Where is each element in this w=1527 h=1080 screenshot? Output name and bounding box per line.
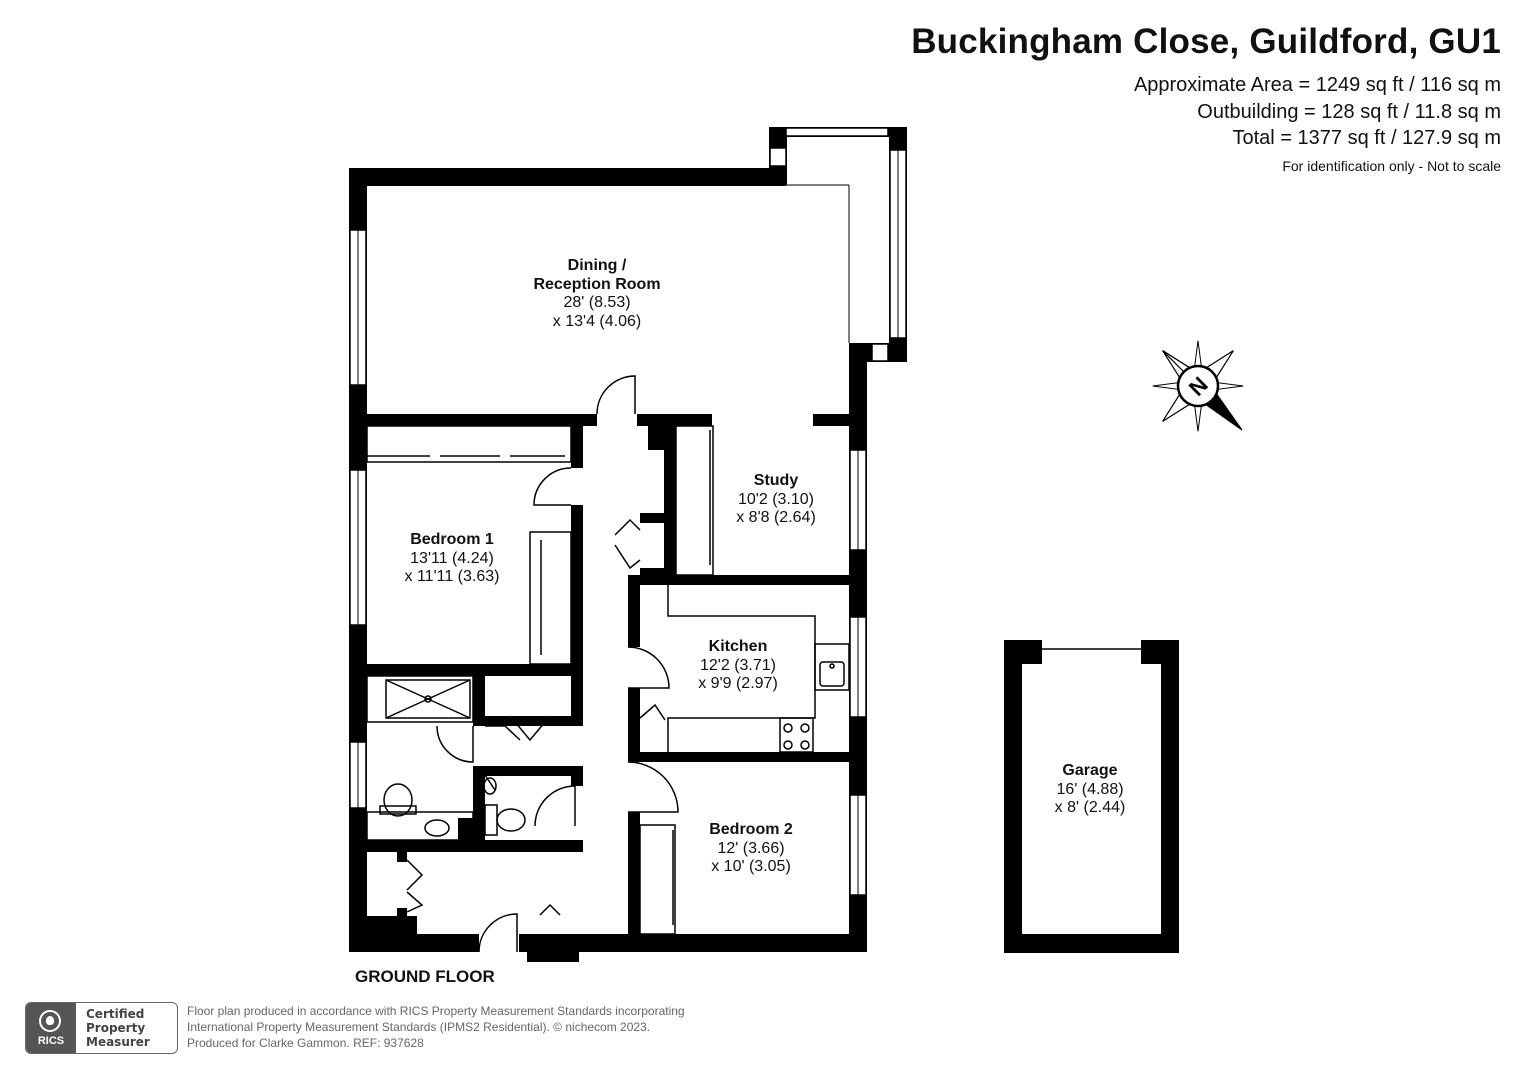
room-dimension: 13'11 (4.24)	[410, 549, 494, 567]
room-dimension: x 8'8 (2.64)	[736, 509, 816, 526]
room-dimension: 28' (8.53)	[563, 294, 631, 311]
window-glazing	[357, 150, 899, 895]
outbuilding-area: Outbuilding = 128 sq ft / 11.8 sq m	[1197, 101, 1501, 123]
badge-text: Certified Property Measurer	[86, 1007, 150, 1049]
room-label-dining: Dining / Reception Room 28' (8.53) x 13'…	[533, 257, 660, 331]
room-name: Reception Room	[533, 275, 661, 293]
room-dimension: x 9'9 (2.97)	[698, 675, 778, 692]
room-name: Kitchen	[708, 638, 768, 655]
page-title: Buckingham Close, Guildford, GU1	[911, 22, 1501, 61]
room-name: Study	[753, 472, 799, 489]
room-label-bedroom-1: Bedroom 1 13'11 (4.24) x 11'11 (3.63)	[405, 531, 500, 587]
room-label-bedroom-2: Bedroom 2 12' (3.66) x 10' (3.05)	[709, 821, 793, 877]
room-dimension: 12'2 (3.71)	[699, 656, 776, 674]
room-dimension: 12' (3.66)	[717, 839, 785, 857]
door-swings	[406, 375, 679, 953]
windows	[349, 127, 907, 896]
rics-logo-icon: RICS	[26, 1003, 76, 1053]
footer-line: International Property Measurement Stand…	[187, 1020, 651, 1034]
room-dimension: x 8' (2.44)	[1054, 799, 1126, 816]
room-dimension: 10'2 (3.10)	[737, 490, 814, 508]
room-dimension: 16' (4.88)	[1056, 780, 1124, 798]
room-dimension: x 11'11 (3.63)	[404, 568, 500, 585]
room-label-garage: Garage 16' (4.88) x 8' (2.44)	[1055, 762, 1126, 818]
footer-note: Floor plan produced in accordance with R…	[187, 1003, 685, 1051]
interior-walls	[349, 414, 867, 952]
compass-icon: N	[1152, 340, 1244, 432]
approx-area: Approximate Area = 1249 sq ft / 116 sq m	[1133, 74, 1501, 96]
total-area: Total = 1377 sq ft / 127.9 sq m	[1232, 127, 1502, 149]
badge-line: Property	[86, 1021, 146, 1035]
footer-line: Floor plan produced in accordance with R…	[187, 1004, 685, 1018]
scale-note: For identification only - Not to scale	[1282, 158, 1501, 174]
footer-line: Produced for Clarke Gammon. REF: 937628	[187, 1036, 424, 1050]
room-label-kitchen: Kitchen 12'2 (3.71) x 9'9 (2.97)	[698, 638, 778, 694]
room-name: Bedroom 1	[410, 531, 494, 548]
badge-line: Certified	[86, 1007, 145, 1021]
floor-label: GROUND FLOOR	[355, 967, 495, 986]
badge-line: Measurer	[86, 1035, 150, 1049]
room-name: Bedroom 2	[709, 821, 793, 838]
garage-walls	[1004, 640, 1179, 953]
room-name: Dining /	[567, 257, 627, 274]
rics-logo-text: RICS	[37, 1035, 65, 1047]
fixtures	[366, 425, 850, 935]
room-dimension: x 10' (3.05)	[711, 858, 791, 875]
room-dimension: x 13'4 (4.06)	[552, 312, 642, 330]
rics-badge: RICS Certified Property Measurer	[25, 1002, 178, 1054]
room-name: Garage	[1062, 762, 1118, 779]
room-label-study: Study 10'2 (3.10) x 8'8 (2.64)	[736, 472, 816, 528]
